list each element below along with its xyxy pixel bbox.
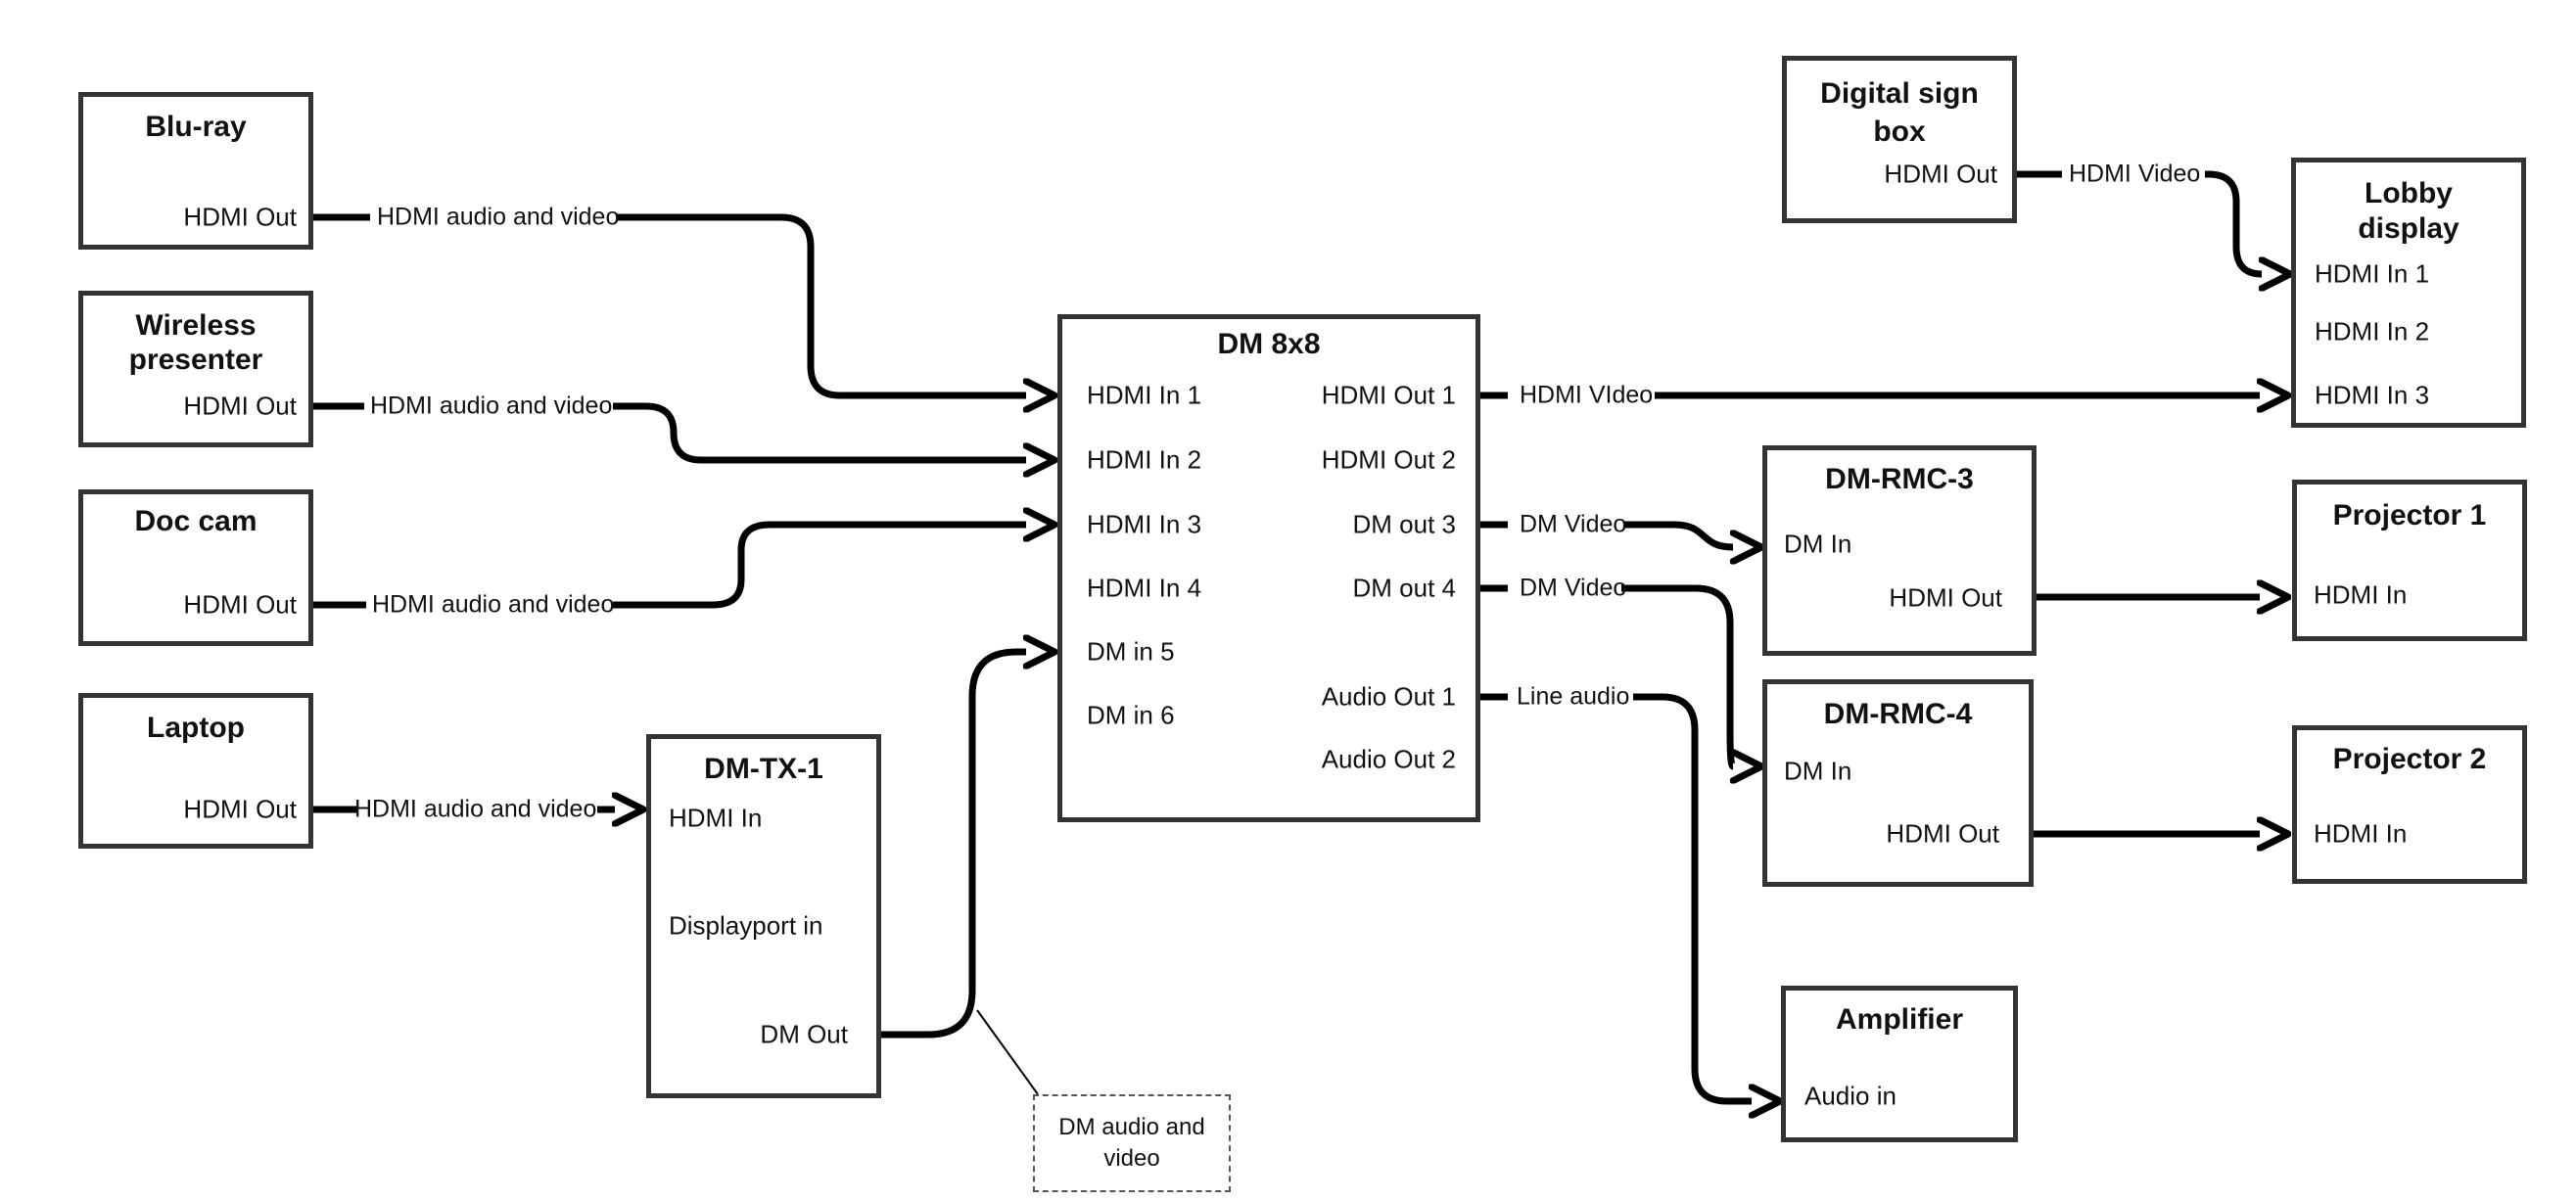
box-title-dm-8x8: DM 8x8 — [1217, 328, 1321, 360]
box-dm-rmc-4 — [1762, 679, 2034, 887]
port-dm8x8-audio-out-1: Audio Out 1 — [1321, 681, 1456, 712]
box-dm-tx-1 — [646, 734, 881, 1098]
connector-digitalsign-to-lobby-in1 — [2017, 170, 2262, 274]
port-dm8x8-hdmi-in-1: HDMI In 1 — [1087, 380, 1202, 410]
port-dm8x8-dm-out-3: DM out 3 — [1352, 509, 1457, 539]
box-dm-8x8 — [1057, 314, 1480, 822]
port-wireless-hdmi-out: HDMI Out — [183, 391, 297, 421]
callout-leader-line — [976, 1009, 1039, 1095]
port-digital-sign-hdmi-out: HDMI Out — [1884, 159, 1997, 189]
connection-label-wireless-hdmi-av: HDMI audio and video — [370, 392, 613, 420]
box-doc-cam — [78, 489, 313, 646]
box-title-lobby-line2: display — [2358, 212, 2459, 245]
box-title-laptop: Laptop — [147, 712, 245, 744]
connection-label-hdmi-video-sign: HDMI Video — [2069, 160, 2201, 188]
box-amplifier — [1781, 986, 2018, 1142]
connection-label-dm-video-out4: DM Video — [1520, 574, 1627, 602]
connection-label-laptop-hdmi-av: HDMI audio and video — [354, 795, 597, 823]
box-bluray — [78, 92, 313, 250]
box-title-dm-rmc-3: DM-RMC-3 — [1825, 463, 1974, 495]
box-title-amplifier: Amplifier — [1835, 1003, 1964, 1036]
port-dm8x8-dm-in-5: DM in 5 — [1087, 636, 1175, 667]
port-dm8x8-hdmi-out-1: HDMI Out 1 — [1321, 380, 1456, 410]
port-bluray-hdmi-out: HDMI Out — [183, 202, 297, 232]
callout-box-dm-audio-video: DM audio and video — [1033, 1094, 1231, 1192]
port-dm-tx-1-displayport-in: Displayport in — [669, 910, 823, 941]
port-dm-rmc-3-dm-in: DM In — [1784, 529, 1852, 559]
port-dm8x8-hdmi-out-2: HDMI Out 2 — [1321, 444, 1456, 475]
port-lobby-hdmi-in-3: HDMI In 3 — [2315, 380, 2430, 410]
port-lobby-hdmi-in-2: HDMI In 2 — [2315, 316, 2430, 346]
box-title-digital-sign-line2: box — [1873, 115, 1926, 148]
connector-doccam-to-dm8x8-in3 — [313, 525, 1026, 609]
box-title-bluray: Blu-ray — [145, 111, 247, 143]
callout-text-line2: video — [1103, 1145, 1160, 1172]
connection-label-hdmi-video-out1: HDMI VIdeo — [1520, 381, 1654, 409]
port-dm8x8-hdmi-in-3: HDMI In 3 — [1087, 509, 1202, 539]
box-title-projector-1: Projector 1 — [2332, 499, 2487, 531]
box-digital-sign-box — [1782, 56, 2017, 223]
connector-wireless-to-dm8x8-in2 — [313, 402, 1026, 460]
box-title-dm-rmc-4: DM-RMC-4 — [1823, 698, 1973, 730]
connector-dm8x8-aout1-to-amp — [1475, 693, 1752, 1101]
box-title-wireless-line2: presenter — [128, 344, 263, 376]
port-dm8x8-hdmi-in-4: HDMI In 4 — [1087, 573, 1202, 603]
box-title-wireless-line1: Wireless — [135, 309, 257, 342]
port-dm8x8-hdmi-in-2: HDMI In 2 — [1087, 444, 1202, 475]
port-projector-2-hdmi-in: HDMI In — [2314, 818, 2408, 849]
box-dm-rmc-3 — [1762, 445, 2037, 656]
connector-bluray-to-dm8x8-in1 — [313, 213, 1026, 395]
port-amplifier-audio-in: Audio in — [1804, 1081, 1897, 1111]
connection-label-doccam-hdmi-av: HDMI audio and video — [372, 590, 615, 619]
connection-label-dm-video-out3: DM Video — [1520, 510, 1627, 538]
box-title-doc-cam: Doc cam — [134, 505, 258, 537]
connection-label-bluray-hdmi-av: HDMI audio and video — [377, 203, 620, 231]
port-projector-1-hdmi-in: HDMI In — [2314, 579, 2408, 610]
connector-dmtx1-to-dm8x8-in5 — [881, 652, 1026, 1039]
port-dm8x8-dm-out-4: DM out 4 — [1352, 573, 1457, 603]
port-dm-rmc-4-dm-in: DM In — [1784, 756, 1852, 786]
box-laptop — [78, 693, 313, 849]
box-lobby-display — [2291, 158, 2526, 428]
port-lobby-hdmi-in-1: HDMI In 1 — [2315, 258, 2430, 289]
box-title-projector-2: Projector 2 — [2332, 743, 2487, 775]
port-doc-cam-hdmi-out: HDMI Out — [183, 589, 297, 620]
box-projector-1 — [2292, 480, 2527, 641]
port-dm8x8-audio-out-2: Audio Out 2 — [1321, 744, 1456, 774]
box-projector-2 — [2292, 725, 2527, 884]
box-wireless-presenter — [78, 291, 313, 447]
port-dm-rmc-3-hdmi-out: HDMI Out — [1889, 582, 2002, 613]
box-title-lobby-line1: Lobby — [2365, 177, 2453, 209]
port-dm-tx-1-hdmi-in: HDMI In — [669, 803, 763, 833]
port-laptop-hdmi-out: HDMI Out — [183, 794, 297, 824]
box-title-dm-tx-1: DM-TX-1 — [704, 753, 823, 785]
callout-text-line1: DM audio and — [1058, 1114, 1205, 1141]
port-dm-tx-1-dm-out: DM Out — [760, 1019, 848, 1049]
connection-label-line-audio: Line audio — [1517, 682, 1630, 711]
box-title-digital-sign-line1: Digital sign — [1820, 77, 1979, 110]
port-dm-rmc-4-hdmi-out: HDMI Out — [1886, 818, 1999, 849]
port-dm8x8-dm-in-6: DM in 6 — [1087, 700, 1175, 730]
